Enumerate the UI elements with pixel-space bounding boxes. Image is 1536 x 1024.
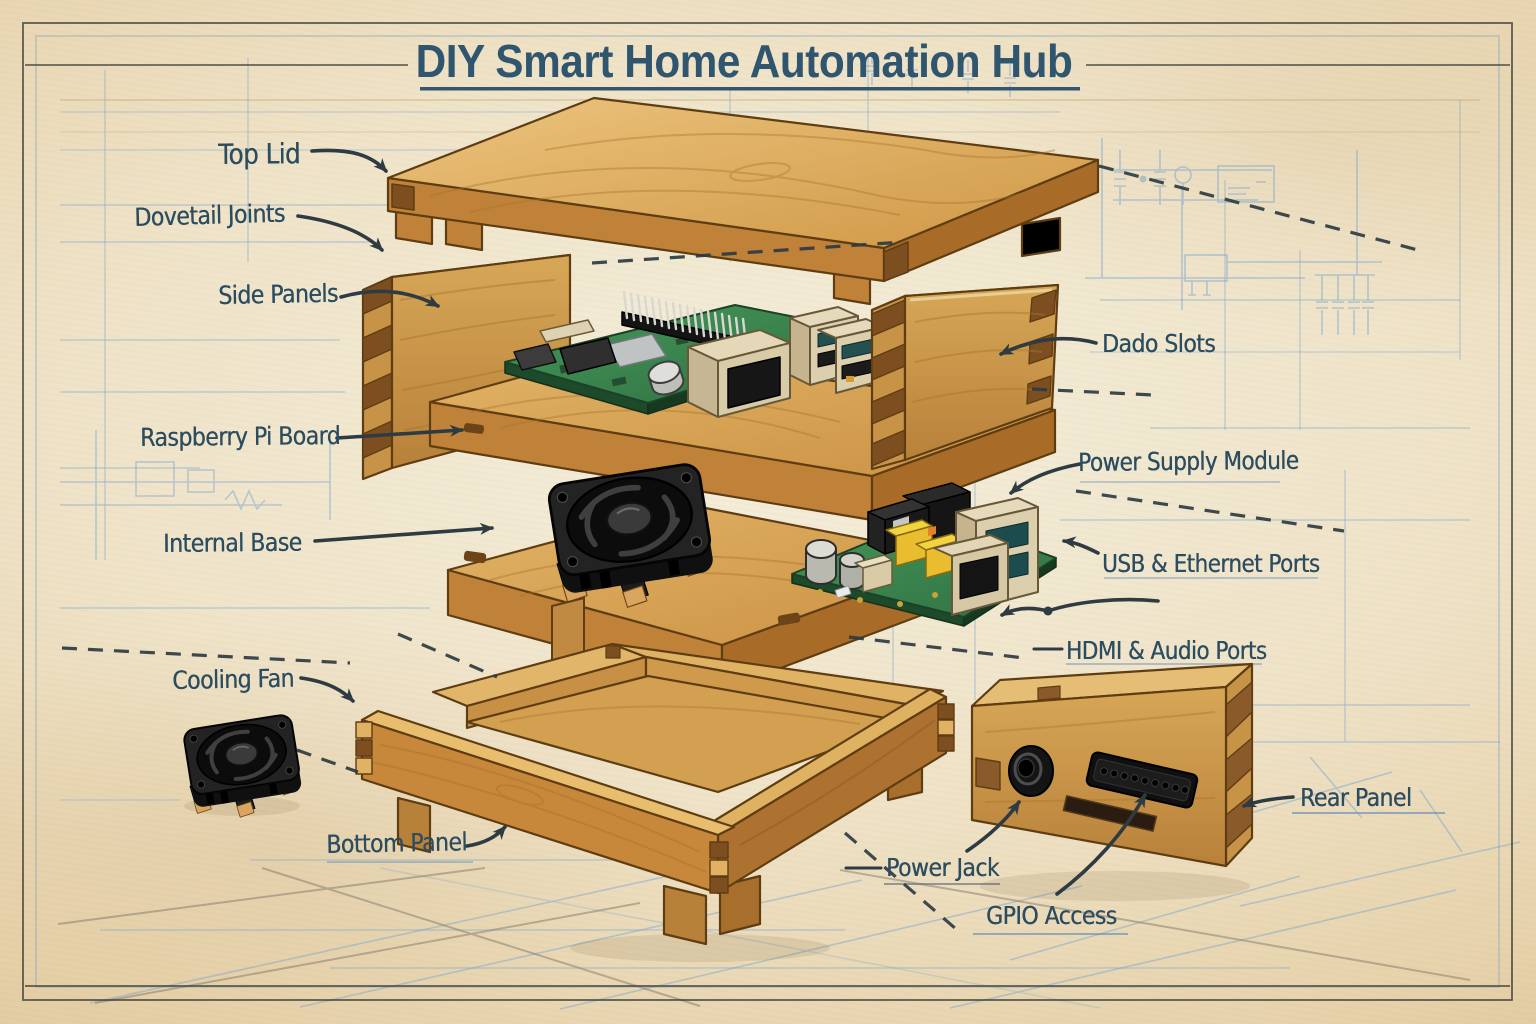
label-dovetail-joints: Dovetail Joints — [134, 198, 286, 232]
label-cooling-fan: Cooling Fan — [172, 663, 295, 695]
vent-slot — [1062, 795, 1158, 832]
arrow-top-lid — [310, 148, 388, 173]
arrow-raspberry-pi — [335, 424, 464, 440]
arrow-internal-base — [313, 522, 494, 543]
rear-panel-illustration — [970, 662, 1254, 868]
power-jack-illustration — [1008, 745, 1054, 797]
drawing-frame — [22, 22, 1513, 1001]
arrow-dado-slots — [999, 336, 1098, 356]
arrow-usb-ethernet — [1062, 536, 1100, 555]
label-power-supply-module: Power Supply Module — [1078, 445, 1299, 477]
arrow-hdmi-tail — [1046, 597, 1160, 613]
top-lid-illustration — [386, 96, 1100, 306]
usb-port-stack — [789, 306, 885, 394]
label-power-jack: Power Jack — [886, 853, 1000, 882]
label-arrows — [296, 148, 1295, 896]
arrow-side-panels — [339, 289, 440, 308]
psu-ethernet-port — [933, 534, 1009, 616]
arrow-gpio-access — [1055, 793, 1147, 896]
power-supply-module-illustration — [791, 482, 1057, 627]
label-dado-slots: Dado Slots — [1102, 329, 1216, 358]
raspberry-pi-board-illustration — [504, 290, 885, 418]
arrow-dovetail-joints — [296, 214, 384, 252]
gpio-access-slot — [1085, 751, 1199, 809]
label-rear-panel: Rear Panel — [1300, 783, 1412, 812]
arrow-power-supply — [1009, 462, 1082, 495]
arrow-rear-panel — [1242, 795, 1295, 808]
label-usb-ethernet-ports: USB & Ethernet Ports — [1102, 549, 1320, 578]
label-hdmi-audio-ports: HDMI & Audio Ports — [1066, 636, 1267, 665]
arrow-power-jack — [965, 800, 1021, 853]
gpio-pins — [622, 290, 748, 347]
capacitor — [647, 360, 685, 396]
arrow-cooling-fan — [299, 676, 355, 703]
bottom-panel-illustration — [355, 642, 955, 946]
label-internal-base: Internal Base — [163, 527, 302, 558]
label-gpio-access: GPIO Access — [986, 901, 1117, 930]
page-title: DIY Smart Home Automation Hub — [415, 35, 1073, 87]
label-top-lid: Top Lid — [218, 137, 301, 171]
blueprint-background — [57, 52, 1521, 1010]
label-side-panels: Side Panels — [218, 278, 339, 310]
label-bottom-panel: Bottom Panel — [326, 827, 468, 859]
dashed-connectors — [61, 164, 1419, 931]
arrow-hdmi-audio — [1000, 603, 1050, 617]
title-underline — [420, 87, 1080, 91]
arrow-bottom-panel — [465, 825, 507, 848]
label-raspberry-pi-board: Raspberry Pi Board — [140, 421, 341, 452]
